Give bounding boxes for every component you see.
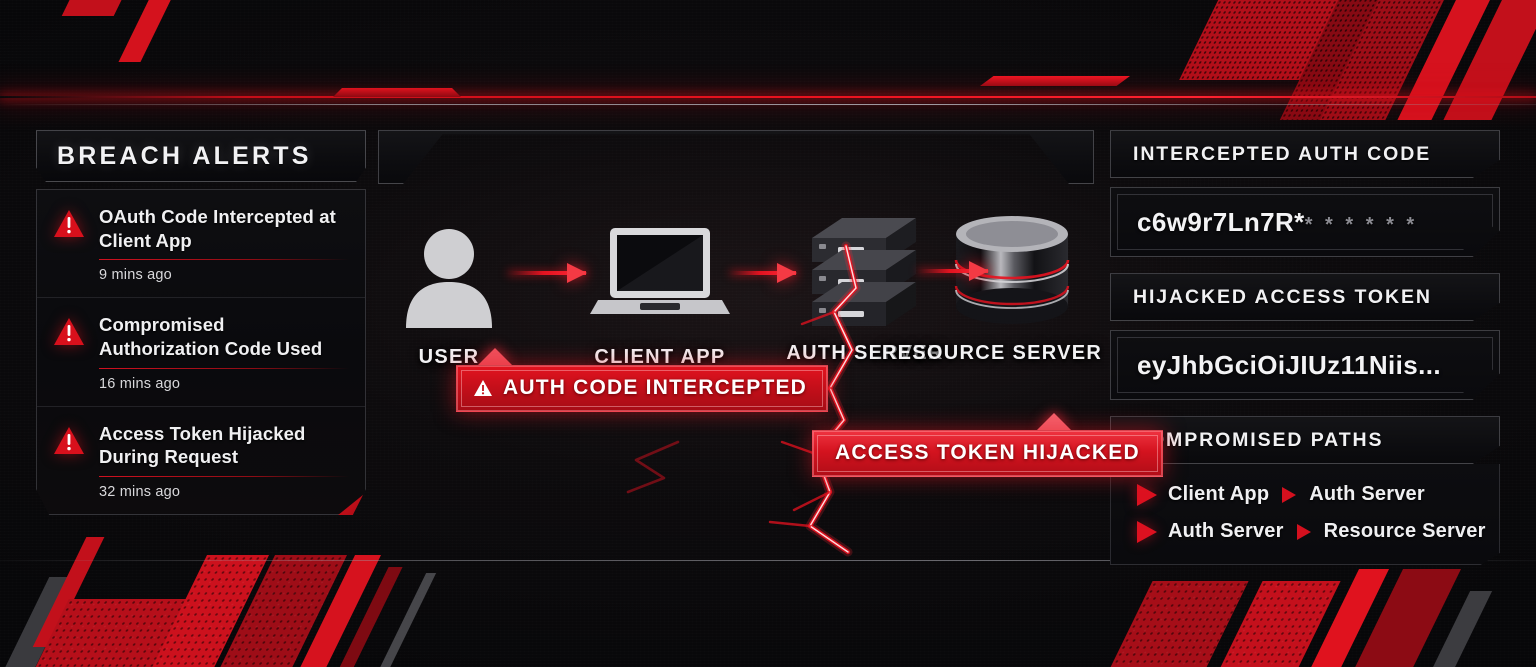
flow-node-label: USER [418,346,480,368]
alert-timestamp: 32 mins ago [99,484,181,501]
intercepted-auth-code-value[interactable]: c6w9r7Ln7R** * * * * * [1110,187,1500,257]
callout-pointer [1036,413,1071,430]
oauth-flow-panel: OAUTH TOKEN FLOW COMPROMISED [378,130,1163,576]
arrow-right-icon [1282,486,1297,503]
top-notch-left [333,88,461,97]
path-target: Resource Server [1323,520,1486,542]
callout-pointer [478,348,512,365]
section-heading: COMPROMISED PATHS [1133,428,1384,451]
breach-alerts-panel: BREACH ALERTS OAuth Code Intercepted at … [36,130,366,516]
top-notch-right [980,76,1130,86]
section-heading: HIJACKED ACCESS TOKEN [1133,285,1432,308]
flow-diagram: USER CLIENT APP [378,192,1163,576]
flow-node-label: CLIENT APP [594,346,726,368]
top-accent-line [0,96,1536,98]
breach-alerts-header: BREACH ALERTS [36,130,366,182]
flow-node-auth-server[interactable]: AUTH SERVER [786,206,942,364]
play-triangle-icon [1137,483,1157,506]
alert-timestamp: 16 mins ago [99,375,181,392]
warning-triangle-icon [53,426,85,455]
hijacked-access-token-value[interactable]: eyJhbGciOiJIUz11Niis... [1110,330,1500,400]
oauth-flow-header: OAUTH TOKEN FLOW COMPROMISED [378,130,1094,184]
intercepted-auth-code-header: INTERCEPTED AUTH CODE [1110,130,1500,178]
alert-timestamp: 9 mins ago [99,267,172,284]
flow-arrow-auth-to-resource [918,261,989,281]
section-heading: INTERCEPTED AUTH CODE [1133,142,1432,165]
callout-access-token-hijacked[interactable]: ACCESS TOKEN HIJACKED [812,413,1163,477]
flow-title-main: OAUTH TOKEN FLOW [468,142,774,171]
breach-alerts-list: OAuth Code Intercepted at Client App 9 m… [36,189,366,516]
database-cylinder-icon [954,216,1070,324]
alert-title: OAuth Code Intercepted at Client App [99,206,336,251]
intel-sidebar: INTERCEPTED AUTH CODE c6w9r7Ln7R** * * *… [1110,130,1500,565]
path-source: Client App [1168,483,1270,505]
warning-triangle-icon [53,317,85,346]
flow-node-resource-server[interactable]: RESOURCE SERVER [882,212,1101,364]
arrow-right-icon [1296,523,1311,540]
status-badge: COMPROMISED [783,142,1004,171]
page-title: OAUTH TOKEN FLOW COMPROMISED [469,143,1004,172]
flow-arrow-client-to-auth [730,263,797,283]
breach-alerts-title: BREACH ALERTS [57,141,312,170]
auth-code-mask: * * * * * * [1304,213,1418,236]
server-rack-icon [812,218,916,326]
table-row[interactable]: Auth Server Resource Server [1111,513,1499,550]
bottom-divider-line [0,560,1536,561]
play-triangle-icon [1137,520,1157,543]
hijacked-access-token-header: HIJACKED ACCESS TOKEN [1110,273,1500,321]
list-item[interactable]: OAuth Code Intercepted at Client App 9 m… [37,190,365,297]
compromised-paths-header: COMPROMISED PATHS [1110,416,1500,464]
user-avatar-icon [406,229,492,328]
callout-auth-code-intercepted[interactable]: AUTH CODE INTERCEPTED [456,348,829,412]
compromised-paths-list: Client App Auth Server Auth Server Resou… [1110,464,1500,565]
top-secondary-line [0,104,1536,105]
table-row[interactable]: Client App Auth Server [1111,476,1499,513]
alert-underline [99,367,349,369]
laptop-icon [590,228,730,314]
flow-arrow-user-to-client [508,263,587,283]
flow-node-user[interactable]: USER [390,218,508,368]
callout-label: AUTH CODE INTERCEPTED [503,376,808,399]
warning-triangle-icon [53,209,85,238]
flow-node-label: AUTH SERVER [786,342,944,364]
warning-triangle-icon [474,380,492,396]
alert-underline [99,476,349,478]
list-item[interactable]: Compromised Authorization Code Used 16 m… [37,297,365,405]
path-source: Auth Server [1168,520,1284,542]
auth-code-text: c6w9r7Ln7R* [1137,206,1305,237]
alert-underline [99,259,349,261]
path-target: Auth Server [1309,483,1425,505]
access-token-text: eyJhbGciOiJIUz11Niis... [1137,349,1441,380]
flow-node-client-app[interactable]: CLIENT APP [590,218,730,368]
callout-label: ACCESS TOKEN HIJACKED [835,441,1140,464]
alert-title: Compromised Authorization Code Used [99,314,323,360]
flow-node-label: RESOURCE SERVER [881,342,1103,364]
list-item[interactable]: Access Token Hijacked During Request 32 … [37,405,365,514]
alert-title: Access Token Hijacked During Request [99,422,306,468]
